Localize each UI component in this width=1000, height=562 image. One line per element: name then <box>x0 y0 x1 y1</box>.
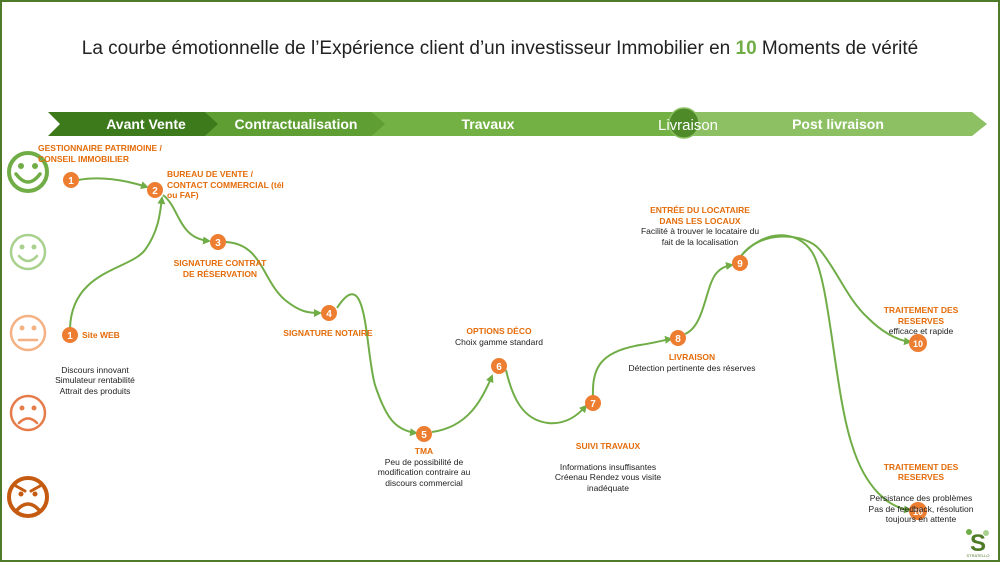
phase-chevron-contractualisation <box>205 112 385 136</box>
moment-1b-description: Discours innovant Simulateur rentabilité… <box>55 364 135 396</box>
svg-text:3: 3 <box>215 238 221 249</box>
moment-marker-5[interactable]: 5 <box>416 426 432 442</box>
svg-text:1: 1 <box>67 331 73 342</box>
company-logo: S <box>963 526 993 556</box>
title-after: Moments de vérité <box>756 38 919 59</box>
moment-1b-title: Site WEB <box>82 330 120 340</box>
moment-label-1a: GESTIONNAIRE PATRIMOINE / CONSEIL IMMOBI… <box>38 143 166 164</box>
moment-9-description: Facilité à trouver le locataire du fait … <box>640 226 760 247</box>
moment-6-title: OPTIONS DÉCO <box>466 326 532 336</box>
moment-2-title: BUREAU DE VENTE / CONTACT COMMERCIAL (té… <box>167 169 284 200</box>
curve-6-to-7 <box>505 369 588 425</box>
moment-marker-6[interactable]: 6 <box>491 358 507 374</box>
moment-marker-7[interactable]: 7 <box>585 395 601 411</box>
moment-label-10a: TRAITEMENT DES RESERVES efficace et rapi… <box>862 305 980 337</box>
moment-label-5: TMA Peu de possibilité de modification c… <box>365 446 483 488</box>
moment-label-7: SUIVI TRAVAUX Informations insuffisantes… <box>548 430 668 504</box>
moment-6-description: Choix gamme standard <box>455 336 543 347</box>
curve-1a-to-2 <box>77 177 149 189</box>
moment-8-title: LIVRAISON <box>668 352 716 362</box>
moment-marker-8[interactable]: 8 <box>670 330 686 346</box>
moment-label-1b-body: Discours innovant Simulateur rentabilité… <box>40 354 150 407</box>
phase-band: Avant Vente Contractualisation Travaux L… <box>48 107 987 139</box>
moment-marker-10a[interactable]: 10 <box>909 334 927 352</box>
svg-text:1: 1 <box>68 176 74 187</box>
title-before: La courbe émotionnelle de l’Expérience c… <box>81 38 736 59</box>
title-number: 10 <box>735 38 757 59</box>
phase-chevron-post-livraison <box>680 112 987 136</box>
moment-5-title: TMA <box>414 446 434 456</box>
curve-4-to-5 <box>336 293 418 437</box>
curve-8-to-9 <box>684 262 734 335</box>
moment-5-description: Peu de possibilité de modification contr… <box>377 456 471 488</box>
moment-marker-4[interactable]: 4 <box>321 305 337 321</box>
moment-9-title: ENTRÉE DU LOCATAIRE DANS LES LOCAUX <box>650 205 750 226</box>
moment-4-title: SIGNATURE NOTAIRE <box>283 328 373 338</box>
emotion-curve <box>69 177 912 514</box>
svg-text:8: 8 <box>675 334 681 345</box>
curve-2-to-3 <box>162 194 211 245</box>
curve-7-to-8 <box>591 335 673 399</box>
moment-label-3: SIGNATURE CONTRAT DE RÉSERVATION <box>172 258 268 279</box>
moment-label-4: SIGNATURE NOTAIRE <box>278 328 378 339</box>
moment-label-6: OPTIONS DÉCO Choix gamme standard <box>440 326 558 347</box>
very-happy-face-icon <box>7 151 49 193</box>
moment-7-title: SUIVI TRAVAUX <box>575 440 641 451</box>
livraison-milestone <box>668 107 700 139</box>
svg-text:2: 2 <box>152 186 158 197</box>
neutral-face-icon <box>9 314 47 352</box>
curve-5-to-6 <box>431 374 494 433</box>
moment-label-10b: TRAITEMENT DES RESERVES Persistance des … <box>862 451 980 535</box>
moment-10a-title: TRAITEMENT DES RESERVES <box>883 305 959 326</box>
svg-text:7: 7 <box>590 399 596 410</box>
svg-text:9: 9 <box>737 259 743 270</box>
moment-3-title: SIGNATURE CONTRAT DE RÉSERVATION <box>173 258 267 279</box>
moment-marker-1b[interactable]: 1 <box>62 327 78 343</box>
phase-label-4: Post livraison <box>792 116 884 132</box>
svg-text:S: S <box>970 530 986 556</box>
company-logo-text: STRATELLO <box>966 553 990 558</box>
phase-chevron-avant-vente <box>48 112 218 136</box>
curve-9-to-10a <box>740 235 912 346</box>
moment-1a-title: GESTIONNAIRE PATRIMOINE / CONSEIL IMMOBI… <box>38 143 162 164</box>
moment-10b-description: Persistance des problèmes Pas de feedbac… <box>868 493 974 524</box>
moment-label-2: BUREAU DE VENTE / CONTACT COMMERCIAL (té… <box>167 169 285 201</box>
happy-face-icon <box>9 233 47 271</box>
sad-face-icon <box>9 394 47 432</box>
curve-1b-to-2 <box>69 196 166 329</box>
moment-10b-title: TRAITEMENT DES RESERVES <box>883 461 959 483</box>
moment-marker-10b[interactable]: 10 <box>909 502 927 520</box>
moment-7-description: Informations insuffisantes Créenau Rende… <box>554 461 662 493</box>
curve-9-to-10b <box>740 234 912 514</box>
moment-marker-2[interactable]: 2 <box>147 182 163 198</box>
angry-face-icon <box>7 476 49 518</box>
moment-label-9: ENTRÉE DU LOCATAIRE DANS LES LOCAUX Faci… <box>638 205 762 247</box>
svg-text:6: 6 <box>496 362 502 373</box>
svg-text:5: 5 <box>421 430 427 441</box>
page-title: La courbe émotionnelle de l’Expérience c… <box>0 38 1000 60</box>
moment-8-description: Détection pertinente des réserves <box>628 362 756 373</box>
moment-label-1b-title: Site WEB <box>82 330 142 341</box>
svg-text:10: 10 <box>913 507 923 517</box>
moment-10a-description: efficace et rapide <box>888 326 954 336</box>
phase-label-1: Contractualisation <box>235 116 358 132</box>
moment-markers: 1 1 2 3 4 5 6 7 8 9 10 1 <box>62 172 927 520</box>
phase-label-0: Avant Vente <box>106 116 186 132</box>
moment-label-8: LIVRAISON Détection pertinente des réser… <box>622 352 762 373</box>
svg-text:10: 10 <box>913 339 923 349</box>
moment-marker-9[interactable]: 9 <box>732 255 748 271</box>
phase-chevron-travaux <box>372 112 690 136</box>
moment-marker-3[interactable]: 3 <box>210 234 226 250</box>
moment-marker-1a[interactable]: 1 <box>63 172 79 188</box>
phase-label-3: Livraison <box>658 117 718 134</box>
phase-label-2: Travaux <box>462 116 515 132</box>
svg-text:4: 4 <box>326 309 332 320</box>
curve-3-to-4 <box>225 241 322 317</box>
